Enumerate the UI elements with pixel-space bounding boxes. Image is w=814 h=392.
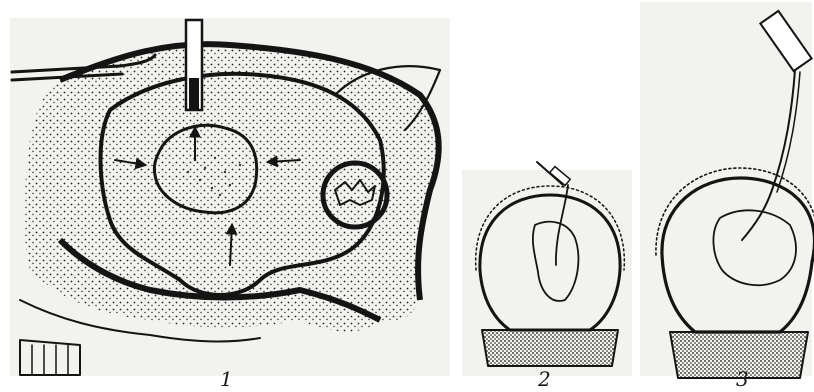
panel-2-label: 2	[537, 367, 551, 391]
panel-3-diagram: 3	[640, 2, 814, 391]
panel-2-diagram: 2	[462, 162, 632, 391]
panel-1-label: 1	[220, 367, 233, 391]
panel-3-label: 3	[736, 367, 749, 391]
panel-1-diagram: 1	[10, 18, 450, 391]
